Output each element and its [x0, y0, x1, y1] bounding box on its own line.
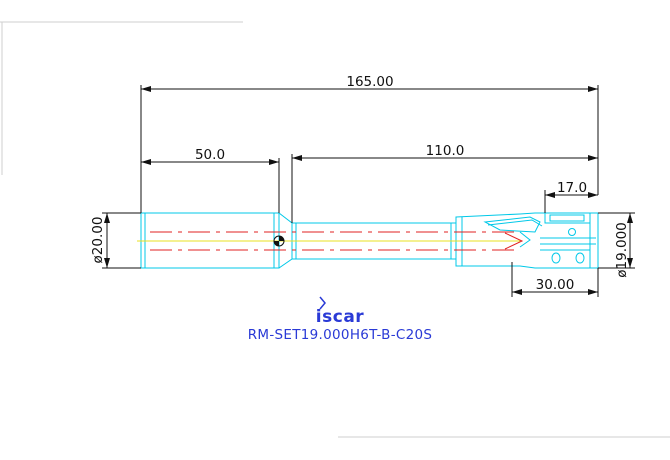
sheet-border [0, 21, 670, 438]
dimension-lines [102, 85, 635, 297]
centerlines [137, 231, 524, 251]
insert-pocket [483, 216, 541, 233]
dim-cutting-diameter: ø19.000 [614, 222, 630, 278]
center-mark [273, 235, 285, 247]
brand-logo: iscar [316, 296, 364, 327]
dim-insert-length: 30.00 [536, 277, 575, 293]
dim-body-length: 110.0 [426, 143, 465, 159]
brand-logo-text: iscar [316, 307, 364, 327]
dim-overall-length: 165.00 [346, 74, 393, 90]
part-number: RM-SET19.000H6T-B-C20S [248, 327, 433, 343]
dim-head-length: 17.0 [557, 180, 587, 196]
dim-shank-diameter: ø20.00 [90, 217, 106, 264]
dim-shank-length: 50.0 [195, 147, 225, 163]
